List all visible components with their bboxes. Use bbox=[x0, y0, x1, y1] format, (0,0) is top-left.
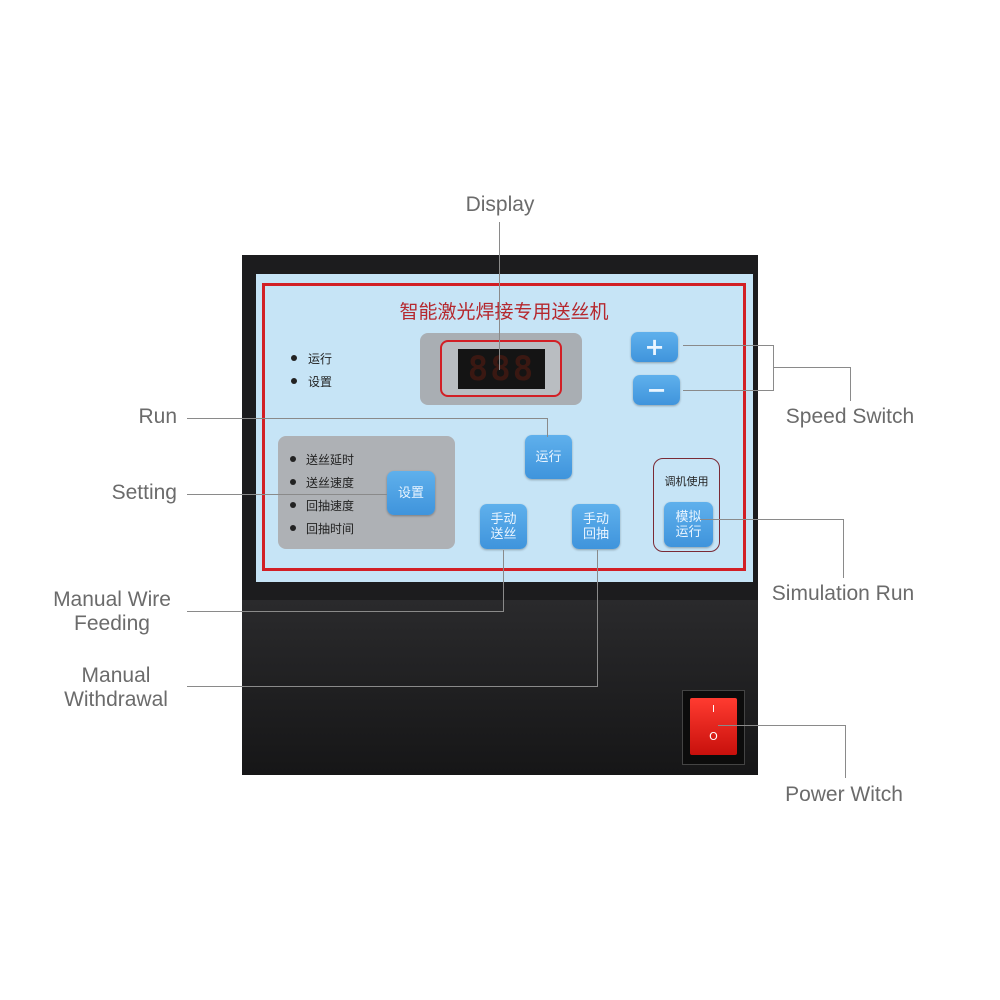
display-leader bbox=[499, 222, 500, 370]
simulation-leader bbox=[700, 519, 843, 520]
withdraw-leader bbox=[187, 686, 597, 687]
callout-display: Display bbox=[465, 193, 535, 216]
settings-item: 回抽速度 bbox=[306, 499, 355, 513]
callout-simulation-run: Simulation Run bbox=[771, 582, 915, 605]
indicator-label: 设置 bbox=[308, 375, 333, 389]
manual-feed-button[interactable]: 手动 送丝 bbox=[480, 504, 527, 549]
power-leader bbox=[718, 725, 845, 726]
callout-manual-withdrawal: Manual Withdrawal bbox=[26, 664, 206, 712]
led-run bbox=[291, 355, 297, 361]
button-line: 手动 bbox=[490, 511, 517, 527]
setting-button[interactable]: 设置 bbox=[387, 471, 435, 515]
manual-withdraw-button[interactable]: 手动 回抽 bbox=[572, 504, 620, 549]
run-leader bbox=[547, 418, 548, 437]
speed-leader bbox=[683, 390, 773, 391]
feed-leader bbox=[503, 550, 504, 612]
speed-plus-button[interactable]: + bbox=[631, 332, 678, 362]
led-feed-speed bbox=[290, 479, 296, 485]
simulation-run-button[interactable]: 模拟 运行 bbox=[664, 502, 713, 547]
run-leader bbox=[187, 418, 547, 419]
device-lower-body bbox=[242, 600, 758, 775]
power-switch[interactable]: I O bbox=[690, 698, 737, 755]
speed-leader bbox=[773, 367, 850, 368]
button-line: 手动 bbox=[582, 511, 609, 527]
debug-group-label: 调机使用 bbox=[664, 475, 709, 488]
seven-segment-display: 888 bbox=[458, 349, 545, 389]
callout-setting: Setting bbox=[111, 481, 177, 504]
withdraw-leader bbox=[597, 550, 598, 687]
speed-leader bbox=[850, 367, 851, 401]
speed-leader bbox=[683, 345, 773, 346]
button-line: 运行 bbox=[675, 524, 702, 540]
led-feed-delay bbox=[290, 456, 296, 462]
speed-leader bbox=[773, 345, 774, 391]
callout-run: Run bbox=[138, 405, 177, 428]
speed-minus-button[interactable]: − bbox=[633, 375, 680, 405]
callout-line: Feeding bbox=[74, 612, 150, 635]
off-mark: O bbox=[709, 730, 718, 743]
callout-power-witch: Power Witch bbox=[785, 783, 903, 806]
callout-manual-wire-feeding: Manual Wire Feeding bbox=[22, 588, 202, 636]
power-leader bbox=[845, 725, 846, 778]
led-withdraw-speed bbox=[290, 502, 296, 508]
callout-line: Withdrawal bbox=[64, 688, 168, 711]
button-line: 模拟 bbox=[675, 509, 702, 525]
callout-line: Manual bbox=[81, 664, 151, 687]
settings-item: 回抽时间 bbox=[306, 522, 355, 536]
setting-leader bbox=[187, 494, 387, 495]
led-setting bbox=[291, 378, 297, 384]
led-withdraw-time bbox=[290, 525, 296, 531]
settings-item: 送丝延时 bbox=[306, 453, 355, 467]
indicator-label: 运行 bbox=[308, 352, 333, 366]
feed-leader bbox=[187, 611, 503, 612]
settings-item: 送丝速度 bbox=[306, 476, 355, 490]
button-line: 回抽 bbox=[582, 526, 609, 542]
panel-title: 智能激光焊接专用送丝机 bbox=[399, 301, 609, 323]
callout-speed-switch: Speed Switch bbox=[785, 405, 915, 428]
simulation-leader bbox=[843, 519, 844, 578]
callout-line: Manual Wire bbox=[53, 588, 171, 611]
debug-group bbox=[653, 458, 720, 552]
button-line: 送丝 bbox=[490, 526, 517, 542]
panel-red-border bbox=[262, 283, 746, 571]
run-button[interactable]: 运行 bbox=[525, 435, 572, 479]
on-mark: I bbox=[712, 704, 715, 715]
